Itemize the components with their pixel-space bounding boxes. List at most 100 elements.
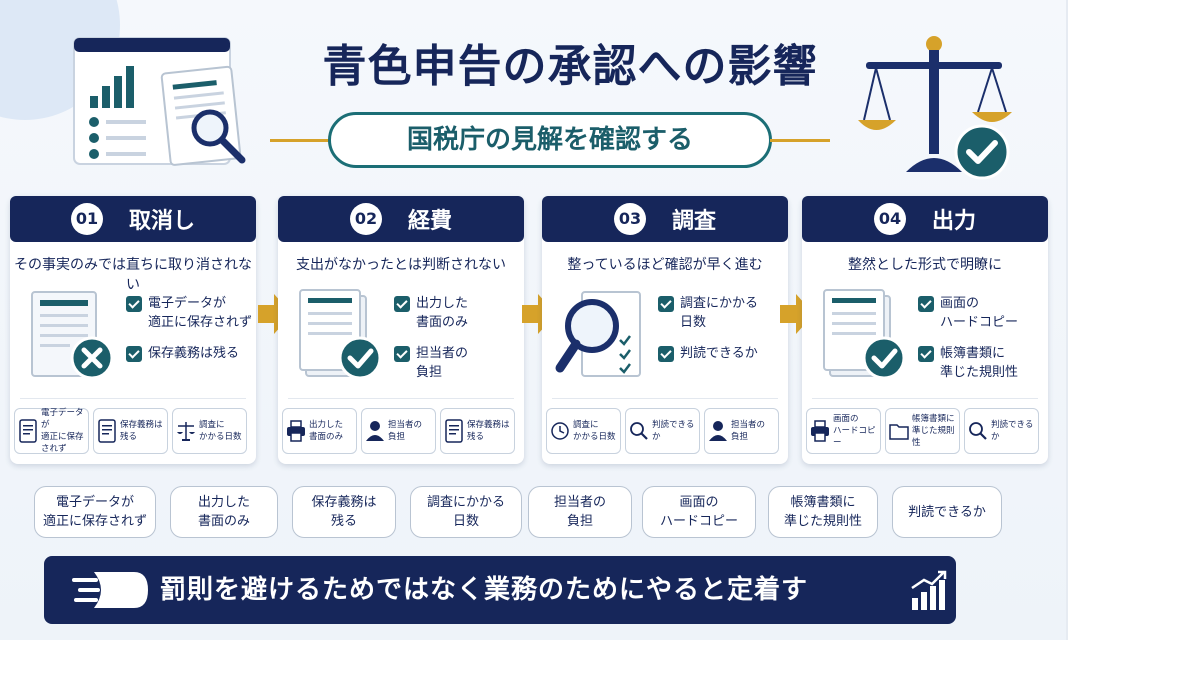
keyword-pill: 担当者の 負担 (528, 486, 632, 538)
check-item: 画面の ハードコピー (918, 294, 1044, 332)
mini-tag: 帳簿書類に 準じた規則性 (885, 408, 960, 454)
checkbox-checked-icon (918, 346, 934, 362)
check-text: 判読できるか (680, 346, 758, 361)
mini-tag: 担当者の 負担 (361, 408, 436, 454)
check-text: 電子データが 適正に保存されず (148, 296, 253, 330)
check-text: 出力した 書面のみ (416, 296, 469, 330)
check-text: 帳簿書類に 準じた規則性 (940, 346, 1019, 380)
mini-tag-text: 判読できるか (652, 420, 695, 442)
check-list: 調査にかかる 日数 判読できるか (658, 294, 784, 375)
document-icon (445, 419, 463, 443)
person-icon (366, 421, 384, 441)
printer-icon (811, 420, 829, 442)
scale-icon (177, 422, 195, 441)
infographic-canvas: 青色申告の承認への影響 国税庁の見解を確認する 01 取消し その事実のみでは直… (0, 0, 1068, 640)
check-text: 担当者の 負担 (416, 346, 469, 380)
mini-tag-text: 電子データが 適正に保存されず (41, 408, 84, 454)
growth-chart-icon (911, 570, 947, 610)
checkbox-checked-icon (918, 296, 934, 312)
checkbox-checked-icon (126, 346, 142, 362)
mini-tag: 電子データが 適正に保存されず (14, 408, 89, 454)
mini-tag-text: 画面の ハードコピー (833, 414, 876, 448)
checkbox-checked-icon (658, 296, 674, 312)
magnifier-icon (969, 422, 987, 440)
keyword-pill: 画面の ハードコピー (642, 486, 756, 538)
check-item: 判読できるか (658, 344, 784, 363)
keyword-pill: 帳簿書類に 準じた規則性 (768, 486, 878, 538)
arrow-right-icon (780, 294, 814, 334)
mini-tag: 判読できるか (625, 408, 700, 454)
card-divider (552, 398, 778, 399)
keyword-pill: 保存義務は 残る (292, 486, 396, 538)
card-subtitle: 整然とした形式で明瞭に (848, 257, 1002, 273)
mini-tag-text: 担当者の 負担 (388, 420, 423, 442)
card-number: 04 (873, 203, 906, 235)
mini-tag: 出力した 書面のみ (282, 408, 357, 454)
keyword-pill: 出力した 書面のみ (170, 486, 278, 538)
keyword-pill: 電子データが 適正に保存されず (34, 486, 156, 538)
mini-tags: 画面の ハードコピー 帳簿書類に 準じた規則性 判読できるか (806, 408, 1044, 454)
check-item: 担当者の 負担 (394, 344, 520, 382)
arrow-right-icon (522, 294, 556, 334)
mini-tag-text: 出力した 書面のみ (309, 420, 344, 442)
document-check-icon (823, 289, 906, 380)
canvas-edge (1066, 0, 1068, 640)
subtitle-group: 国税庁の見解を確認する (270, 112, 830, 168)
card-expense: 02 経費 支出がなかったとは判断されない 出力した 書面のみ 担当者の 負担 … (278, 196, 524, 464)
card-divider (812, 398, 1038, 399)
mini-tag-text: 帳簿書類に 準じた規則性 (912, 414, 955, 448)
mini-tag-text: 保存義務は 残る (467, 420, 510, 442)
card-divider (288, 398, 514, 399)
card-header: 04 出力 (802, 196, 1048, 242)
check-list: 出力した 書面のみ 担当者の 負担 (394, 294, 520, 394)
mini-tag-text: 担当者の 負担 (731, 420, 766, 442)
check-item: 出力した 書面のみ (394, 294, 520, 332)
clock-icon (551, 422, 569, 440)
document-icon (19, 419, 37, 443)
check-list: 画面の ハードコピー 帳簿書類に 準じた規則性 (918, 294, 1044, 394)
folder-icon (889, 424, 909, 440)
card-title: 取消し (128, 209, 195, 234)
card-number: 03 (613, 203, 646, 235)
card-divider (20, 398, 246, 399)
card-output: 04 出力 整然とした形式で明瞭に 画面の ハードコピー 帳簿書類に 準じた規則… (802, 196, 1048, 464)
mini-tag: 調査に かかる日数 (172, 408, 247, 454)
subtitle-line-left (270, 139, 330, 142)
mini-tag-text: 判読できるか (991, 420, 1034, 442)
check-text: 画面の ハードコピー (940, 296, 1019, 330)
check-item: 保存義務は残る (126, 344, 252, 363)
printer-icon (287, 420, 305, 442)
card-header: 01 取消し (10, 196, 256, 242)
mini-tags: 調査に かかる日数 判読できるか 担当者の 負担 (546, 408, 784, 454)
checkbox-checked-icon (394, 346, 410, 362)
banner-text: 罰則を避けるためではなく業務のためにやると定着す (160, 575, 809, 605)
mini-tags: 出力した 書面のみ 担当者の 負担 保存義務は 残る (282, 408, 520, 454)
page-subtitle: 国税庁の見解を確認する (328, 112, 772, 168)
checkbox-checked-icon (394, 296, 410, 312)
card-header: 03 調査 (542, 196, 788, 242)
card-audit: 03 調査 整っているほど確認が早く進む 調査にかかる 日数 判読できるか 調査… (542, 196, 788, 464)
balance-scale-check-icon (858, 36, 1012, 180)
mini-tag-text: 調査に かかる日数 (573, 420, 616, 442)
mini-tags: 電子データが 適正に保存されず 保存義務は 残る 調査に かかる日数 (14, 408, 252, 454)
checkbox-checked-icon (658, 346, 674, 362)
speed-arrow-icon (72, 572, 148, 608)
check-text: 調査にかかる 日数 (680, 296, 759, 330)
document-magnifier-icon (73, 37, 246, 166)
arrow-right-icon (258, 294, 292, 334)
card-header: 02 経費 (278, 196, 524, 242)
card-number: 02 (349, 203, 382, 235)
mini-tag: 調査に かかる日数 (546, 408, 621, 454)
mini-tag-text: 調査に かかる日数 (199, 420, 242, 442)
subtitle-line-right (770, 139, 830, 142)
mini-tag: 判読できるか (964, 408, 1039, 454)
checkbox-checked-icon (126, 296, 142, 312)
page-title: 青色申告の承認への影響 (322, 41, 818, 92)
card-number: 01 (70, 203, 103, 235)
magnifier-icon (630, 422, 648, 440)
check-list: 電子データが 適正に保存されず 保存義務は残る (126, 294, 252, 375)
mini-tag: 担当者の 負担 (704, 408, 779, 454)
keyword-pill: 判読できるか (892, 486, 1002, 538)
magnifier-checklist-icon (555, 291, 641, 377)
mini-tag-text: 保存義務は 残る (120, 420, 163, 442)
